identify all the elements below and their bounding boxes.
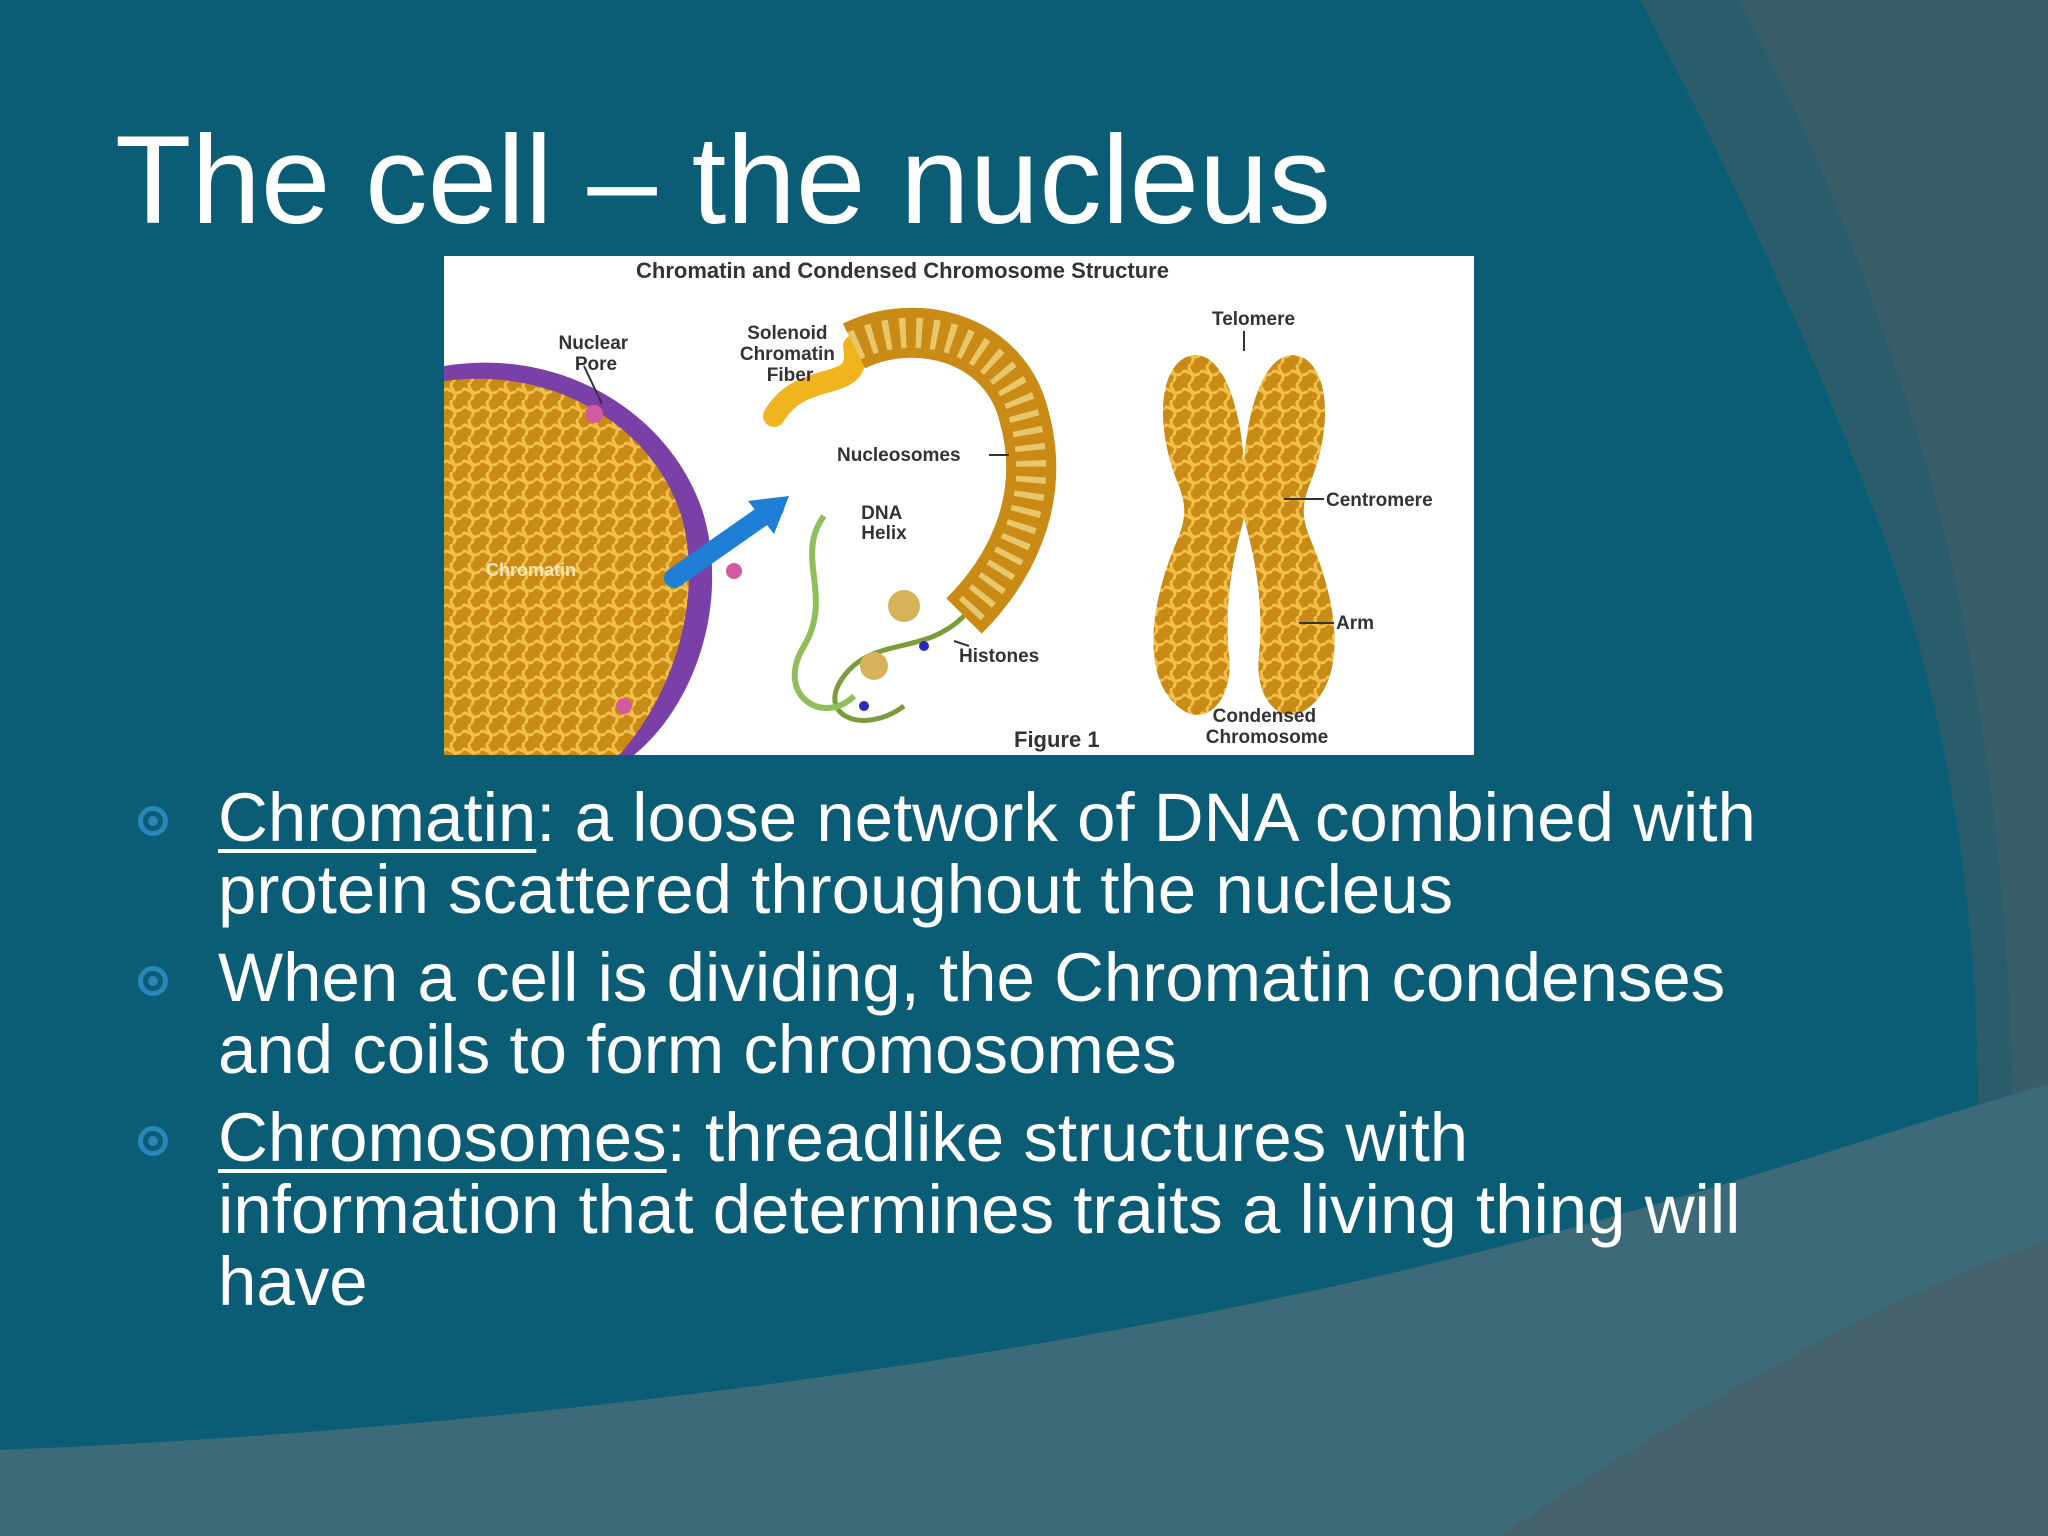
condensed-chromosome-label: Condensed Chromosome [1206, 706, 1328, 748]
term-chromosomes: Chromosomes [218, 1099, 667, 1176]
bullet-text: : threadlike structures with information… [218, 1099, 1741, 1320]
dna-helix-label: DNA Helix [861, 503, 907, 544]
circle-bullet-icon [138, 1126, 168, 1156]
figure-title: Chromatin and Condensed Chromosome Struc… [636, 258, 1169, 283]
chromatin-illustration: Chromatin and Condensed Chromosome Struc… [444, 258, 1433, 755]
figure-caption: Figure 1 [1014, 727, 1100, 752]
slide-title: The cell – the nucleus [115, 111, 1332, 250]
solenoid-label: Solenoid Chromatin Fiber [740, 323, 840, 386]
circle-bullet-icon [138, 806, 168, 836]
nuclear-pore-label: Nuclear Pore [559, 333, 634, 375]
chromatin-figure: Chromatin and Condensed Chromosome Struc… [444, 256, 1474, 755]
chromatin-label: Chromatin [486, 560, 576, 580]
bullet-list: Chromatin: a loose network of DNA combin… [130, 782, 1770, 1334]
histones-label: Histones [959, 646, 1039, 667]
term-chromatin: Chromatin [218, 779, 537, 856]
bullet-item: When a cell is dividing, the Chromatin c… [130, 942, 1770, 1086]
arm-label: Arm [1336, 613, 1374, 634]
bullet-text: When a cell is dividing, the Chromatin c… [218, 939, 1726, 1088]
circle-bullet-icon [138, 966, 168, 996]
telomere-label: Telomere [1212, 309, 1295, 330]
nucleosomes-label: Nucleosomes [837, 445, 961, 466]
bullet-text: : a loose network of DNA combined with p… [218, 779, 1756, 928]
bullet-item: Chromosomes: threadlike structures with … [130, 1102, 1770, 1318]
bullet-item: Chromatin: a loose network of DNA combin… [130, 782, 1770, 926]
centromere-label: Centromere [1326, 490, 1433, 511]
